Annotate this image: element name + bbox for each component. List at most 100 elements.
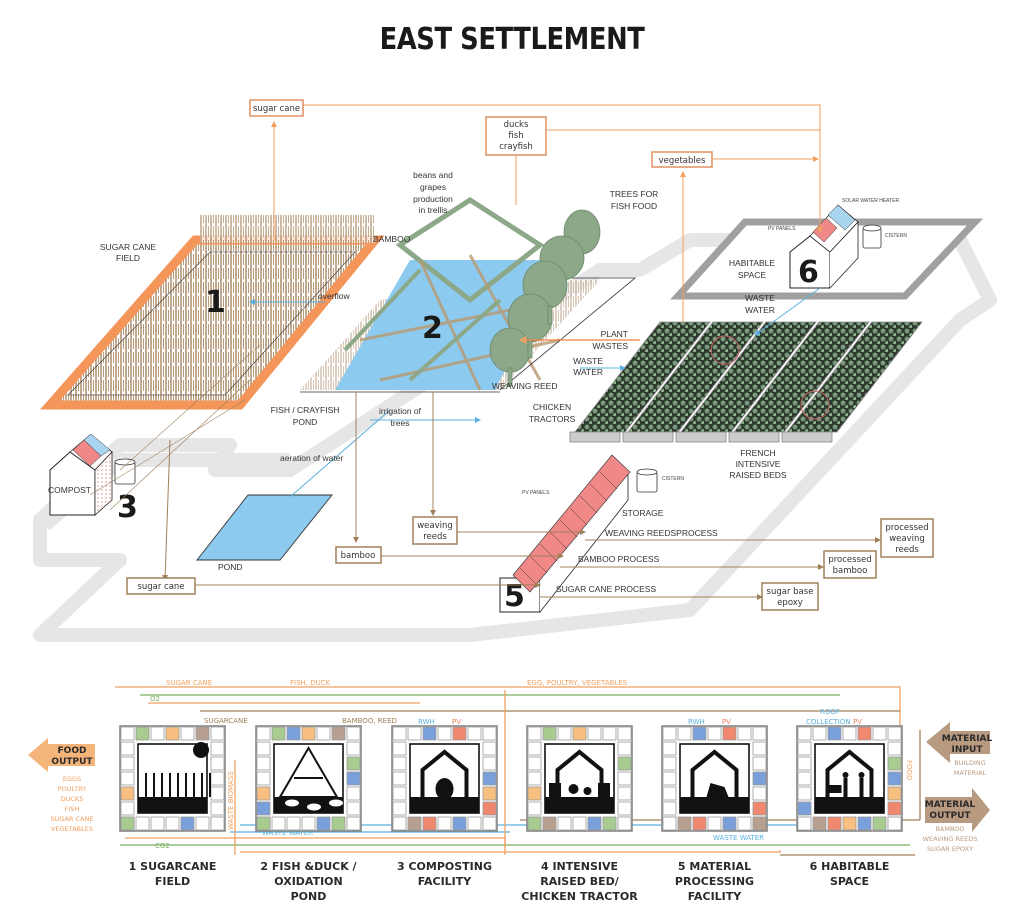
svg-text:VEGETABLES: VEGETABLES <box>51 825 93 833</box>
module-6 <box>796 725 903 832</box>
label-pond: POND <box>218 562 243 572</box>
grid-tile <box>797 801 812 816</box>
label-plant-wastes: PLANT <box>601 329 628 339</box>
grid-tile <box>346 816 361 831</box>
svg-text:reeds: reeds <box>895 545 919 555</box>
grid-tile <box>210 816 225 831</box>
module-caption-2: 2 FISH &DUCK / <box>260 860 357 873</box>
sugar-cane-field-zone <box>40 215 385 410</box>
grid-tile <box>180 816 195 831</box>
grid-tile <box>527 756 542 771</box>
grid-tile <box>437 816 452 831</box>
grid-tile <box>842 726 857 741</box>
grid-tile <box>271 726 286 741</box>
grid-tile <box>120 786 135 801</box>
svg-text:MATERIAL: MATERIAL <box>925 800 976 810</box>
grid-tile <box>482 741 497 756</box>
svg-text:EGGS: EGGS <box>63 775 81 783</box>
label-overflow: overflow <box>318 291 351 301</box>
grid-tile <box>210 756 225 771</box>
grid-tile <box>752 786 767 801</box>
svg-text:POULTRY: POULTRY <box>58 785 87 793</box>
grid-tile <box>331 726 346 741</box>
label-waste-water-6: WASTE <box>745 293 775 303</box>
grid-tile <box>527 786 542 801</box>
module-caption-1: FIELD <box>155 875 190 888</box>
habitable-space-icon <box>825 749 874 797</box>
grid-tile <box>527 801 542 816</box>
raised-bed-chicken-icon <box>549 749 610 797</box>
grid-tile <box>195 726 210 741</box>
module-4 <box>526 725 633 832</box>
grid-tile <box>527 771 542 786</box>
grid-tile <box>135 816 150 831</box>
grid-tile <box>407 726 422 741</box>
grid-tile <box>812 726 827 741</box>
storage-building <box>499 454 658 613</box>
pond <box>196 494 333 561</box>
svg-text:processed: processed <box>885 523 928 533</box>
grid-tile <box>617 726 632 741</box>
trees-for-fish-food <box>489 209 601 387</box>
svg-text:SUGAR EPOXY: SUGAR EPOXY <box>927 845 973 853</box>
svg-text:sugar base: sugar base <box>767 587 814 597</box>
sugarcane-field-icon <box>145 742 211 797</box>
grid-tile <box>271 816 286 831</box>
box-bamboo: bamboo <box>335 546 382 564</box>
grid-tile <box>286 816 301 831</box>
grid-tile <box>482 726 497 741</box>
flow-aeration <box>289 409 391 498</box>
svg-text:FISH: FISH <box>65 805 80 813</box>
grid-tile <box>722 816 737 831</box>
grid-tile <box>857 816 872 831</box>
grid-tile <box>662 756 677 771</box>
grid-tile <box>797 726 812 741</box>
grid-tile <box>797 786 812 801</box>
grid-tile <box>827 816 842 831</box>
grid-tile <box>827 726 842 741</box>
label-aeration: aeration of water <box>280 453 343 463</box>
flow-label-collection: COLLECTION <box>806 718 851 726</box>
grid-tile <box>256 756 271 771</box>
label-weaving-reed: WEAVING REED <box>492 381 558 391</box>
grid-tile <box>467 816 482 831</box>
module-caption-3: 3 COMPOSTING <box>397 860 492 873</box>
module-caption-1: 1 SUGARCANE <box>129 860 217 873</box>
svg-text:ducks: ducks <box>504 120 529 130</box>
svg-text:sugar cane: sugar cane <box>137 582 184 592</box>
grid-tile <box>752 816 767 831</box>
flow-label-fish-duck: FISH, DUCK <box>290 679 331 687</box>
flow-label-waste-water-2: WASTE WATER <box>713 834 764 842</box>
module-caption-5: PROCESSING <box>675 875 754 888</box>
grid-tile <box>527 741 542 756</box>
svg-text:WATER: WATER <box>745 305 775 315</box>
grid-tile <box>482 801 497 816</box>
module-3 <box>391 725 498 832</box>
grid-tile <box>301 816 316 831</box>
svg-text:trees: trees <box>391 418 410 428</box>
grid-tile <box>135 726 150 741</box>
grid-tile <box>752 771 767 786</box>
grid-tile <box>842 816 857 831</box>
grid-tile <box>331 816 346 831</box>
grid-tile <box>587 726 602 741</box>
svg-text:sugar cane: sugar cane <box>253 104 300 114</box>
svg-text:FISH FOOD: FISH FOOD <box>611 201 657 211</box>
grid-tile <box>662 741 677 756</box>
grid-tile <box>662 786 677 801</box>
grid-tile <box>617 816 632 831</box>
grid-tile <box>482 771 497 786</box>
grid-tile <box>737 816 752 831</box>
grid-tile <box>452 726 467 741</box>
label-cistern-5: CISTERN <box>662 476 684 482</box>
module-2 <box>255 725 362 832</box>
grid-tile <box>887 726 902 741</box>
grid-tile <box>542 726 557 741</box>
grid-tile <box>797 816 812 831</box>
grid-tile <box>120 756 135 771</box>
flow-top-line <box>303 104 823 233</box>
svg-text:production: production <box>413 194 453 204</box>
svg-text:processed: processed <box>828 555 871 565</box>
label-trees-fish-food: TREES FOR <box>610 189 659 199</box>
